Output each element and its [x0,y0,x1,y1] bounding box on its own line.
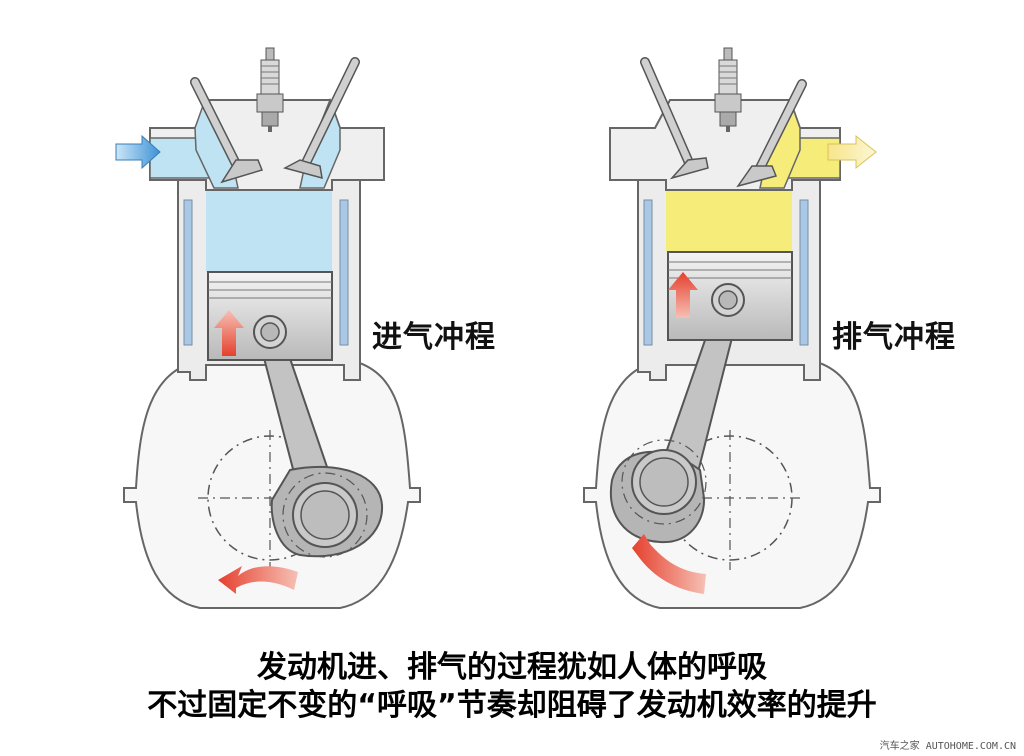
exhaust-engine [583,47,881,609]
exhaust-valve-left [282,57,360,180]
water-jacket-right-a [643,199,653,346]
water-jacket-left-a [183,199,193,346]
water-jacket-right-b [799,199,809,346]
piston-down-arrow [214,310,244,356]
exhaust-stroke-label: 排气冲程 [832,320,956,355]
intake-stroke-label: 进气冲程 [372,320,496,355]
caption-line-2: 不过固定不变的“呼吸”节奏却阻碍了发动机效率的提升 [147,688,877,723]
crank-rotation-arrow-right [632,534,706,594]
exhaust-flow-arrow [827,134,877,170]
crankcase-right [583,359,881,609]
caption-line-1: 发动机进、排气的过程犹如人体的呼吸 [257,650,767,685]
crank-rotation-arrow-left [218,566,298,594]
exhaust-valve-right [736,79,807,188]
intake-charge [206,180,332,272]
exhaust-charge [666,180,792,252]
intake-flow-arrow [115,134,161,170]
intake-engine [115,47,421,609]
watermark: 汽车之家 AUTOHOME.COM.CN [879,741,1016,752]
piston-up-arrow [668,272,698,318]
intake-valve-right [640,57,709,180]
water-jacket-left-b [339,199,349,346]
intake-valve-left [190,77,264,184]
